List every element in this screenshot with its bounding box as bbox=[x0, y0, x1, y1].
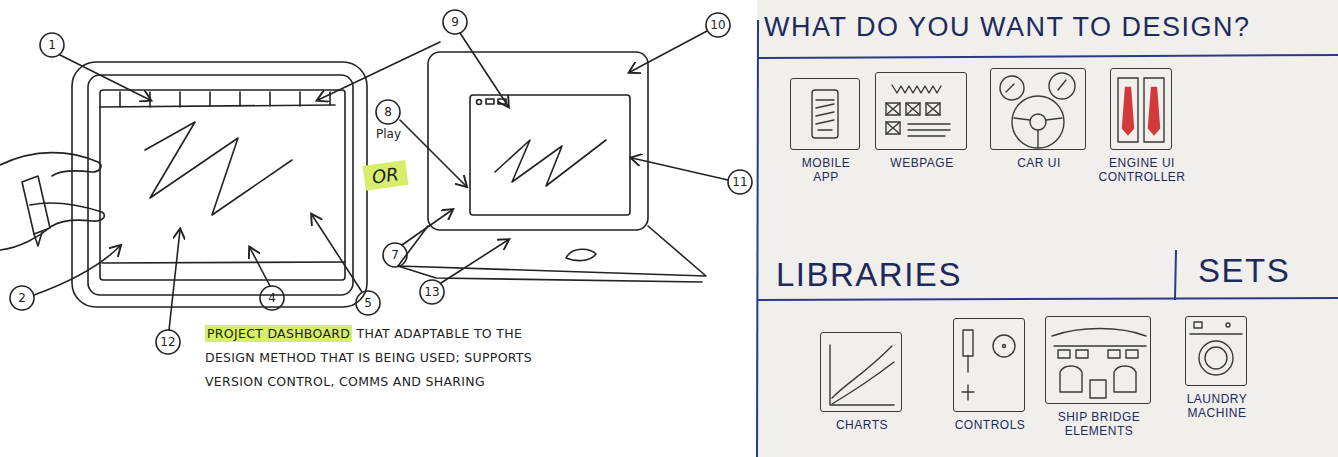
thumbnail-box: LAUNDRY MACHINE bbox=[1185, 316, 1247, 386]
callout-number: 5 bbox=[356, 291, 380, 315]
thumbnail-label: SHIP BRIDGE ELEMENTS bbox=[1043, 410, 1155, 438]
highlighted-note: OR bbox=[362, 160, 408, 191]
thumbnail-box: CHARTS bbox=[820, 332, 902, 412]
thumbnail-label: ENGINE UI CONTROLLER bbox=[1094, 156, 1190, 184]
thumbnail-label: MOBILE APP bbox=[794, 156, 858, 184]
annotation-text: Play bbox=[376, 127, 401, 141]
callout-number: 2 bbox=[10, 286, 34, 310]
board-heading: LIBRARIES bbox=[776, 256, 962, 294]
thumbnail-box: CONTROLS bbox=[953, 318, 1025, 412]
board-heading: SETS bbox=[1198, 252, 1290, 290]
thumbnail-label: CHARTS bbox=[816, 418, 908, 432]
callout-number: 11 bbox=[728, 170, 752, 194]
thumbnail-label: CAR UI bbox=[993, 156, 1085, 170]
thumbnail-box: CAR UI bbox=[990, 68, 1086, 150]
callout-number: 9 bbox=[443, 10, 467, 34]
callout-number: 13 bbox=[420, 280, 444, 304]
board-heading: WHAT DO YOU WANT TO DESIGN? bbox=[764, 12, 1251, 43]
note-paragraph: PROJECT DASHBOARD THAT ADAPTABLE TO THE … bbox=[205, 322, 550, 394]
thumbnail-label: CONTROLS bbox=[944, 418, 1036, 432]
thumbnail-box: SHIP BRIDGE ELEMENTS bbox=[1045, 316, 1151, 404]
thumbnail-box: ENGINE UI CONTROLLER bbox=[1110, 68, 1172, 150]
callout-number: 12 bbox=[156, 330, 180, 354]
callout-number: 10 bbox=[706, 13, 730, 37]
thumbnail-box: MOBILE APP bbox=[790, 78, 860, 150]
thumbnail-label: LAUNDRY MACHINE bbox=[1175, 392, 1259, 420]
callout-number: 8 bbox=[376, 100, 400, 124]
callout-number: 7 bbox=[383, 243, 407, 267]
highlighted-text: PROJECT DASHBOARD bbox=[205, 325, 352, 342]
callout-number: 4 bbox=[260, 286, 284, 310]
callout-number: 1 bbox=[40, 33, 64, 57]
thumbnail-box: WEBPAGE bbox=[875, 72, 967, 150]
thumbnail-label: WEBPAGE bbox=[876, 156, 968, 170]
